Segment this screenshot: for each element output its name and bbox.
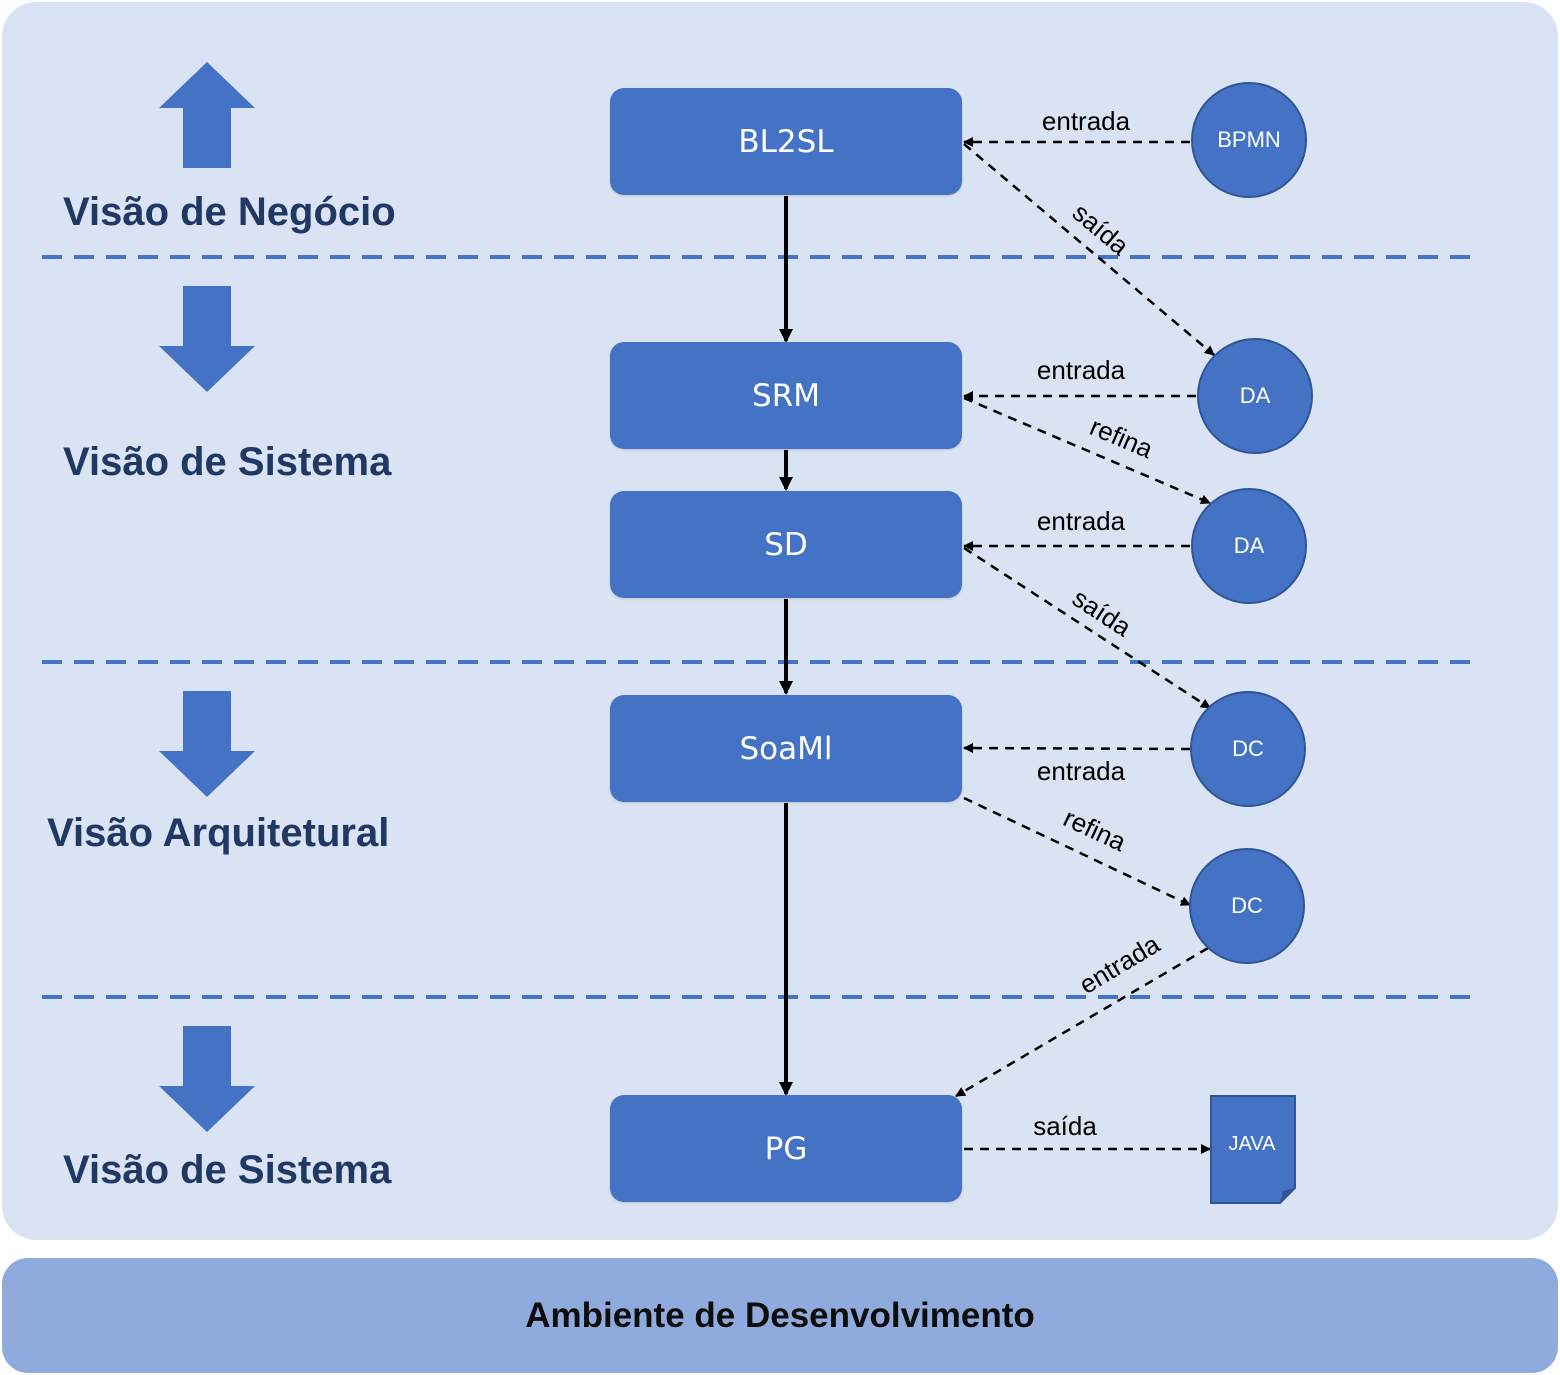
footer-label: Ambiente de Desenvolvimento <box>525 1295 1035 1335</box>
process-sd[interactable]: SD <box>610 491 962 598</box>
edge-label: refina <box>1086 411 1158 464</box>
layer-label-sistema: Visão de Sistema <box>63 440 392 484</box>
edge-label: saída <box>1067 583 1137 643</box>
java-document-icon: JAVA <box>1210 1095 1296 1204</box>
process-soaml[interactable]: SoaMl <box>610 695 962 802</box>
edge-label: entrada <box>1074 928 1166 999</box>
edge-label: entrada <box>1042 106 1131 136</box>
relation-arrow <box>963 796 1191 907</box>
layer-label-negocio: Visão de Negócio <box>63 190 396 234</box>
process-srm[interactable]: SRM <box>610 342 962 449</box>
arrow-down-icon <box>159 286 255 392</box>
arrow-down-icon <box>159 691 255 797</box>
relation-arrow <box>955 946 1209 1098</box>
java-label: JAVA <box>1228 1133 1276 1155</box>
layer-label-arquitetural: Visão Arquitetural <box>47 811 390 855</box>
relation-arrow <box>963 546 1211 710</box>
arrow-down-icon <box>159 1026 255 1132</box>
arrow-up-icon <box>159 62 255 168</box>
process-bl2sl[interactable]: BL2SL <box>610 88 962 195</box>
views-panel <box>2 2 1558 1240</box>
artifact-dc[interactable]: DC <box>1189 848 1305 964</box>
process-pg[interactable]: PG <box>610 1095 962 1202</box>
artifact-da[interactable]: DA <box>1191 488 1307 604</box>
edge-label: entrada <box>1037 355 1126 385</box>
relation-arrow <box>963 143 1215 356</box>
artifact-da[interactable]: DA <box>1197 338 1313 454</box>
relation-arrow <box>963 396 1211 505</box>
layer-label-sistema-2: Visão de Sistema <box>63 1148 392 1192</box>
footer-bar: Ambiente de Desenvolvimento <box>2 1258 1558 1373</box>
edge-label: saída <box>1067 197 1135 261</box>
artifact-bpmn[interactable]: BPMN <box>1191 82 1307 198</box>
edge-label: saída <box>1033 1111 1097 1141</box>
edge-label: entrada <box>1037 506 1126 536</box>
relation-arrow <box>963 743 1191 754</box>
artifact-dc[interactable]: DC <box>1190 691 1306 807</box>
edge-label: entrada <box>1037 756 1126 786</box>
